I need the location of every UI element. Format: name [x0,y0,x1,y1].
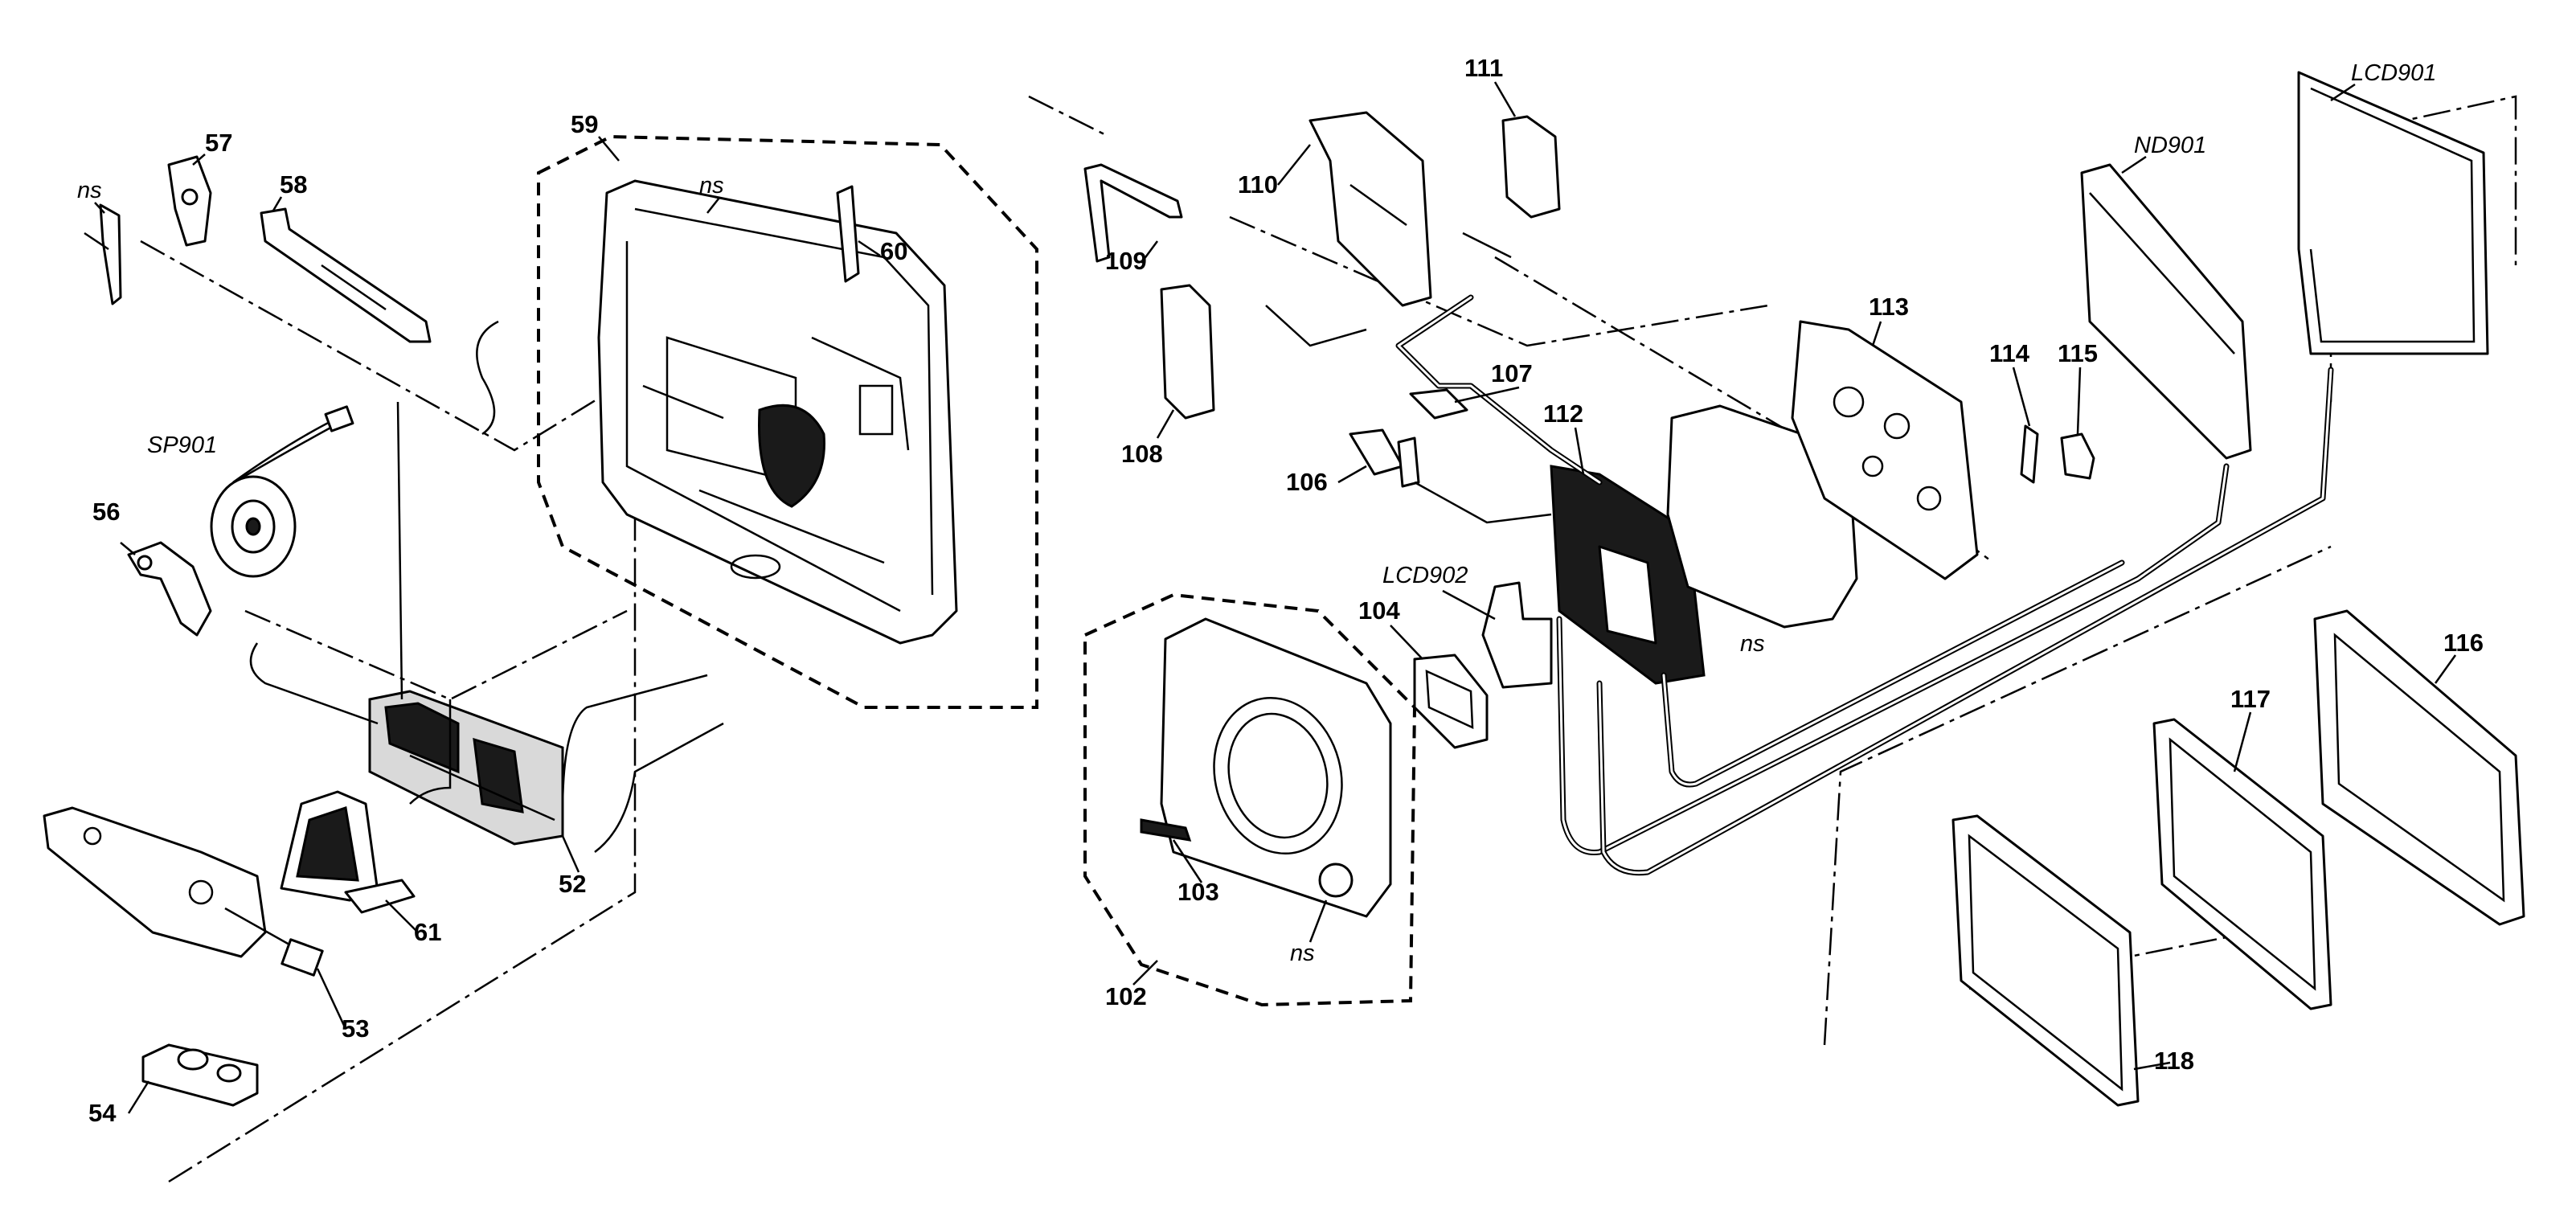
label-112: 112 [1543,400,1583,428]
label-115: 115 [2058,339,2098,367]
lcd-panel-icon [2297,71,2489,355]
part-116-frame [2313,609,2525,926]
label-61: 61 [414,918,441,946]
label-106: 106 [1286,468,1328,496]
label-nd901: ND901 [2134,133,2206,158]
label-108: 108 [1121,440,1163,468]
part-117-frame [2152,718,2332,1010]
assembly-axis-lines [140,95,1110,1183]
label-102: 102 [1105,982,1147,1010]
label-58: 58 [280,170,307,199]
part-108-bracket [1160,284,1215,420]
part-59-chassis [597,179,958,645]
label-107: 107 [1491,359,1533,387]
part-57-bracket [167,155,212,247]
label-leader-ticks [94,81,2457,1114]
part-61-block [280,790,416,914]
part-56-bracket [127,541,212,637]
part-60-pill [836,185,860,283]
right-leader-lines [1265,232,1552,524]
label-54: 54 [88,1099,117,1127]
part-54-switch-board [141,1043,259,1107]
part-114-lever [2020,424,2039,484]
label-113: 113 [1869,293,1909,321]
part-113-plate [1791,320,1979,580]
label-104: 104 [1358,596,1400,625]
label-60: 60 [880,237,907,265]
label-ns-a: ns [77,178,102,203]
label-110: 110 [1238,170,1278,199]
part-58-strip [260,207,432,343]
assembly-group-outline-102 [1083,592,1417,1007]
assembly-group-outline-59 [537,134,1038,709]
speaker-icon [210,405,354,578]
label-sp901: SP901 [147,432,217,458]
part-118-frame [1951,814,2140,1107]
part-lcd902 [1481,581,1553,689]
part-112-lcd-module [1550,465,1706,685]
label-116: 116 [2443,629,2484,657]
label-103: 103 [1177,878,1219,906]
label-lcd902: LCD902 [1382,563,1468,588]
label-109: 109 [1105,247,1147,275]
label-57: 57 [205,129,232,157]
part-109-cable [1083,163,1183,263]
part-53-base-plate [43,806,324,977]
right-cables [1395,294,2334,876]
part-115-clip [2060,432,2095,480]
left-leader-lines [249,320,724,853]
part-104-frame [1413,654,1489,749]
label-56: 56 [92,498,120,526]
circuit-board-icon [368,690,564,846]
label-ns-d: ns [1740,631,1765,657]
part-106-connector [1349,428,1420,488]
part-ns-bracket [84,203,122,305]
part-110-bracket [1308,111,1432,307]
label-ns-b: ns [699,173,724,199]
label-59: 59 [571,110,598,138]
part-labels: ns 57 58 59 ns 60 SP901 56 52 61 53 54 1… [77,54,2484,1127]
part-nd901-panel [2080,163,2252,460]
label-ns-c: ns [1290,940,1315,966]
label-118: 118 [2154,1047,2194,1075]
label-lcd901: LCD901 [2351,60,2436,86]
label-52: 52 [559,870,586,898]
part-107-connector [1409,388,1468,420]
part-111-bracket [1501,115,1561,219]
label-117: 117 [2230,685,2271,713]
part-front-cover [1140,617,1392,918]
label-114: 114 [1989,339,2030,367]
label-111: 111 [1464,54,1503,82]
